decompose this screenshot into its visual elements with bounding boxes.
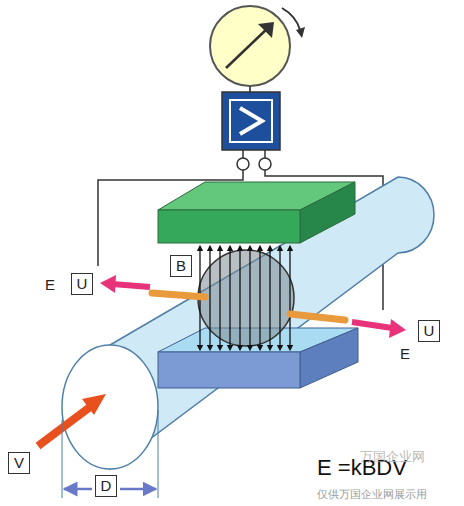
electrode xyxy=(290,314,345,320)
electrode-voltage-label: E xyxy=(45,276,55,293)
field-line xyxy=(289,248,290,348)
field-symbol: B xyxy=(170,255,192,277)
field-line xyxy=(219,248,220,348)
field-line xyxy=(269,248,270,348)
diameter-dimension xyxy=(62,410,158,498)
field-line xyxy=(239,248,240,348)
voltage-arrow xyxy=(352,319,406,338)
symbol-letter: U xyxy=(76,275,88,293)
voltage-symbol: U xyxy=(71,273,93,295)
diameter-symbol: D xyxy=(95,475,117,497)
field-line xyxy=(229,248,230,348)
watermark: 万国企业网 xyxy=(360,448,425,466)
velocity-symbol: V xyxy=(8,452,30,474)
field-line xyxy=(249,248,250,348)
voltage-symbol: U xyxy=(418,320,440,342)
symbol-letter: U xyxy=(423,322,435,340)
symbol-letter: V xyxy=(13,454,25,472)
field-line xyxy=(209,248,210,348)
amplifier xyxy=(222,92,280,170)
magnetic-field-lines xyxy=(200,248,290,348)
symbol-letter: B xyxy=(175,257,187,275)
field-line xyxy=(279,248,280,348)
symbol-letter: D xyxy=(100,477,112,495)
flow-arrow xyxy=(38,394,106,446)
pipe-opening xyxy=(62,345,158,469)
field-line xyxy=(259,248,260,348)
voltage-arrow xyxy=(100,275,150,293)
gauge xyxy=(210,6,305,92)
watermark: 仅供万国企业网展示用 xyxy=(317,487,427,502)
top-magnet xyxy=(158,182,355,243)
pipe xyxy=(110,177,434,469)
electrode xyxy=(152,293,205,297)
electrode-voltage-label: E xyxy=(400,345,410,362)
